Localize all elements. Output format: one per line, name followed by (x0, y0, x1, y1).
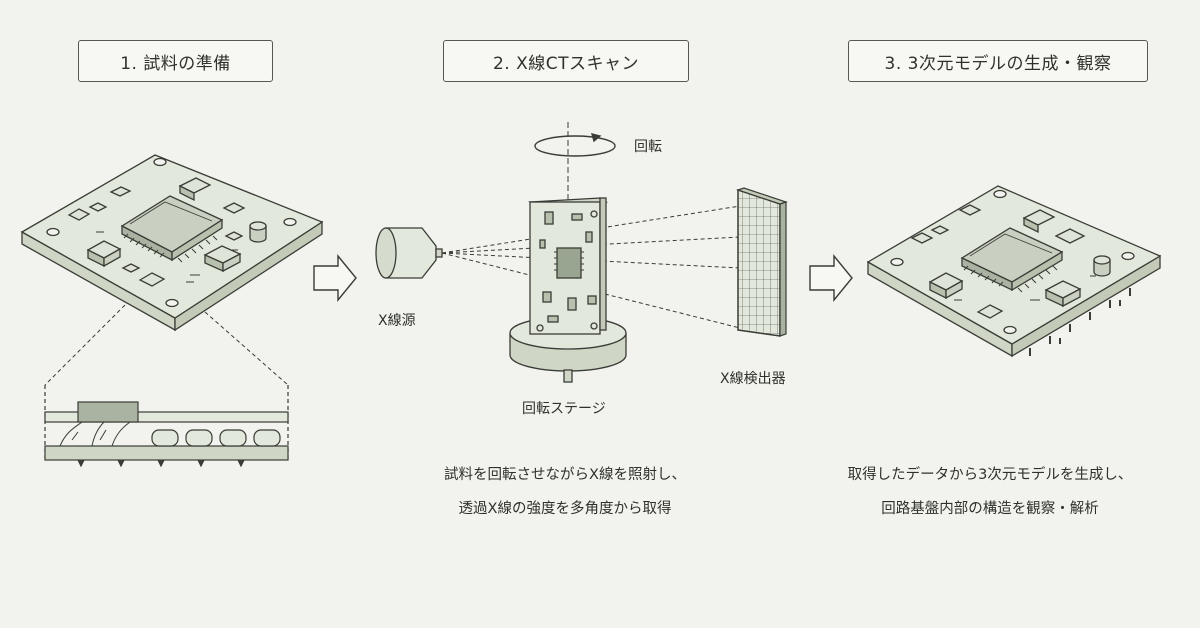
scan-description-line-1: 試料を回転させながらX線を照射し、 (444, 467, 686, 483)
xray-detector (736, 187, 788, 337)
pcb-board-left (20, 154, 324, 332)
pcb-3d-model (866, 185, 1162, 358)
pcb-sample (528, 197, 608, 335)
arrow-right-icon-1 (313, 254, 357, 302)
xray-source (375, 227, 443, 279)
rotation-arrow-icon (534, 133, 616, 157)
model-description-line-2: 回路基盤内部の構造を観察・解析 (881, 501, 1099, 517)
step-1-header: 1. 試料の準備 (78, 40, 273, 82)
arrow-right-icon-2 (809, 254, 853, 302)
xray-detector-label: X線検出器 (720, 371, 786, 387)
step-2-header: 2. X線CTスキャン (443, 40, 689, 82)
model-description-line-1: 取得したデータから3次元モデルを生成し、 (847, 467, 1133, 483)
scan-description-line-2: 透過X線の強度を多角度から取得 (458, 501, 672, 517)
rotation-stage-label: 回転ステージ (522, 401, 606, 417)
model-description: 取得したデータから3次元モデルを生成し、 回路基盤内部の構造を観察・解析 (830, 458, 1150, 526)
zoom-guides (44, 304, 289, 386)
step-3-header: 3. 3次元モデルの生成・観察 (848, 40, 1148, 82)
xray-source-label: X線源 (378, 313, 416, 329)
scan-description: 試料を回転させながらX線を照射し、 透過X線の強度を多角度から取得 (420, 458, 710, 526)
pcb-cross-section (44, 385, 289, 468)
rotation-label: 回転 (634, 139, 662, 155)
